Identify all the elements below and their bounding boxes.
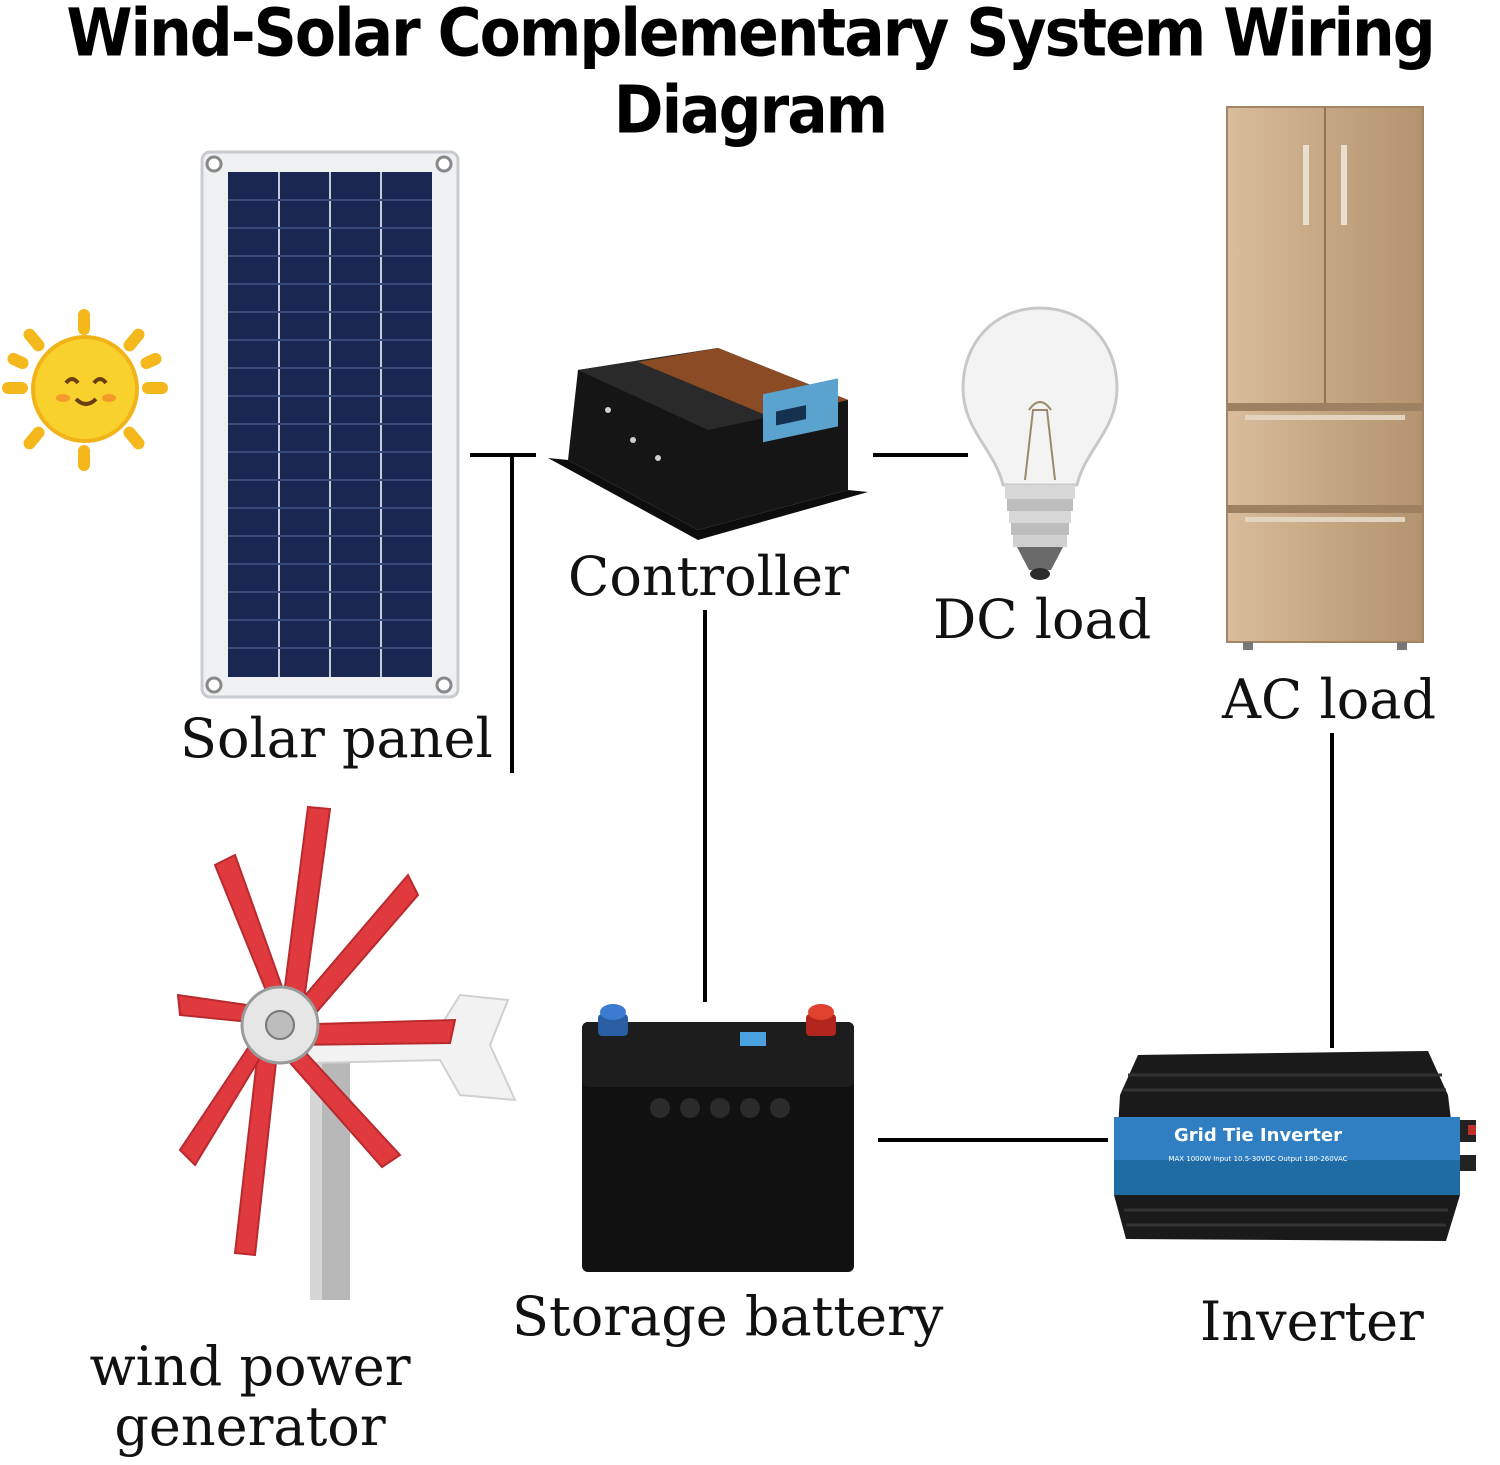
controller-label: Controller (568, 545, 849, 608)
wire-solar-to-controller (470, 453, 536, 457)
wire-controller-to-battery (703, 610, 707, 1002)
wire-wind-to-controller (510, 453, 514, 773)
battery-image (582, 1004, 854, 1272)
inverter-brand: Grid Tie Inverter (1174, 1125, 1342, 1146)
inverter-image: Grid Tie Inverter MAX 1000W Input 10.5-3… (1114, 1051, 1476, 1241)
light-bulb-image (961, 306, 1119, 580)
dc-load-label: DC load (933, 588, 1152, 651)
sun-icon (2, 309, 168, 471)
diagram-title: Wind-Solar Complementary System Wiring D… (66, 0, 1435, 149)
wire-controller-to-dc-load (873, 453, 968, 457)
solar-panel-label: Solar panel (180, 707, 493, 770)
inverter-spec: MAX 1000W Input 10.5-30VDC Output 180-26… (1168, 1155, 1347, 1163)
ac-load-label: AC load (1222, 668, 1437, 731)
inverter-label: Inverter (1200, 1290, 1424, 1353)
wind-generator-label-line2: generator (114, 1395, 386, 1459)
controller-image (548, 348, 868, 540)
battery-label: Storage battery (512, 1285, 944, 1348)
wire-inverter-to-ac-load (1330, 733, 1334, 1048)
wire-battery-to-inverter (878, 1138, 1108, 1142)
wind-generator-label: wind power generator (85, 1335, 415, 1459)
wind-turbine-image (176, 805, 517, 1300)
wind-generator-label-line1: wind power (89, 1335, 411, 1398)
refrigerator-image (1226, 106, 1424, 650)
solar-panel-image (200, 150, 460, 699)
